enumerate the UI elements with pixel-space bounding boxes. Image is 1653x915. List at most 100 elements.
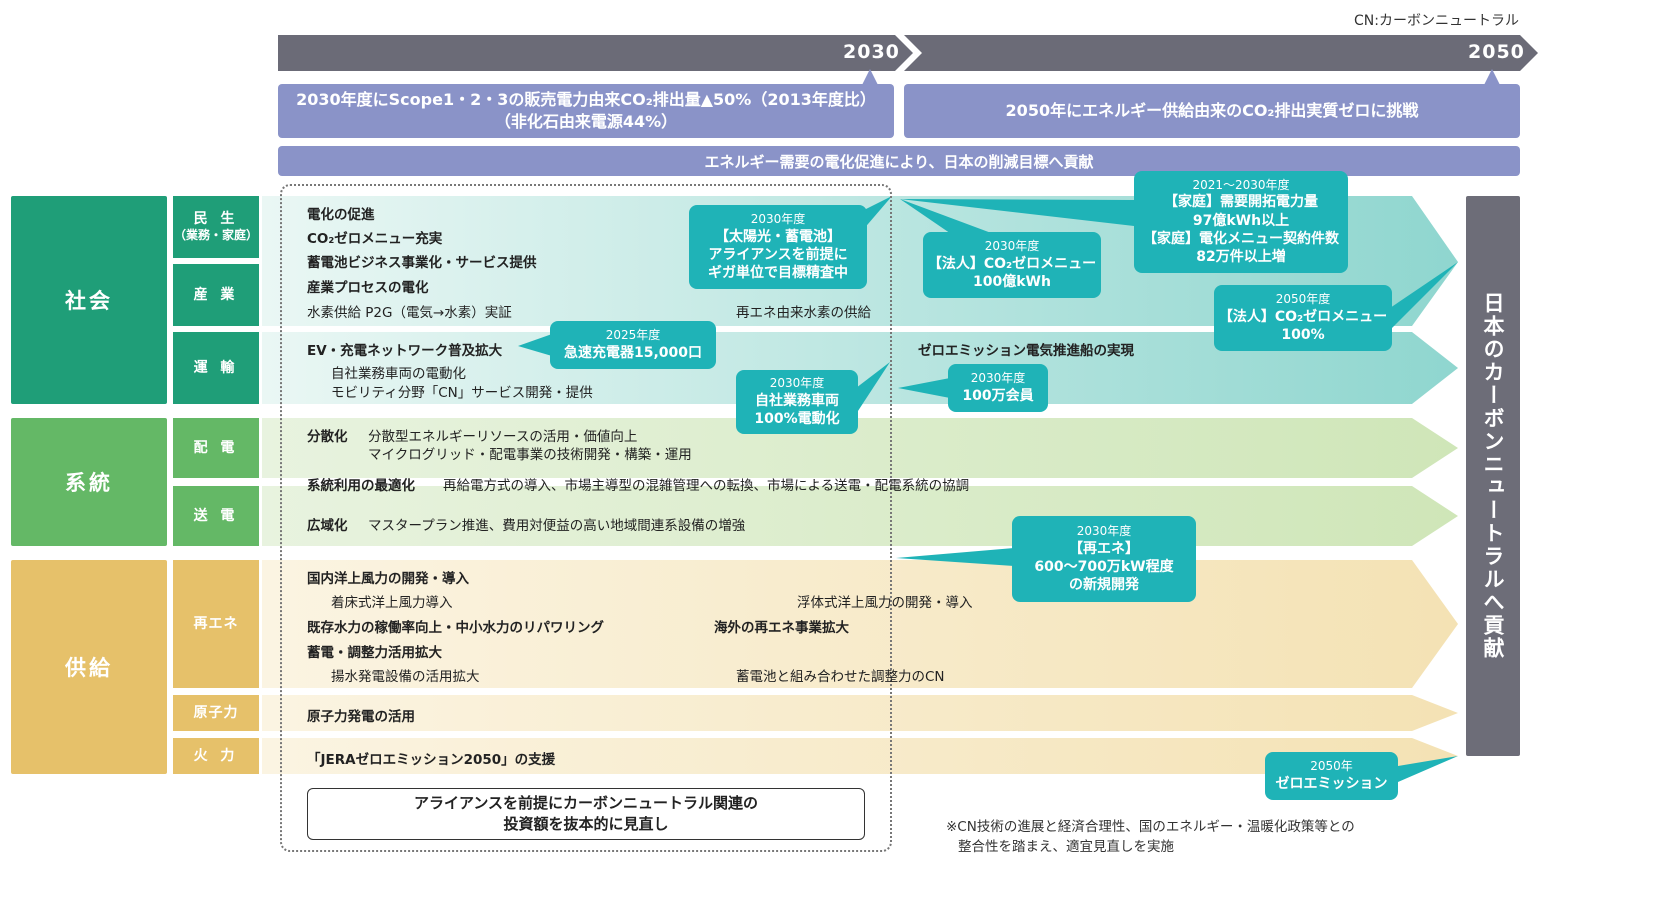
callout-year: 2030年度 bbox=[984, 239, 1040, 254]
callout-text: 100% bbox=[1281, 326, 1325, 343]
item-decentralization: 分散化 bbox=[307, 429, 348, 445]
category-supply: 供給 bbox=[11, 560, 167, 774]
callout-text: 82万件以上増 bbox=[1196, 248, 1286, 265]
callout-text: 100億kWh bbox=[973, 273, 1051, 290]
callout-text: アライアンスを前提に bbox=[708, 246, 848, 263]
item-fleet-electrification: 自社業務車両の電動化 bbox=[331, 366, 466, 382]
callout-fleet-electrification: 2030年度 自社業務車両 100%電動化 bbox=[736, 370, 858, 434]
callout-text: 100%電動化 bbox=[754, 410, 840, 427]
subcategory-haiden: 配 電 bbox=[173, 418, 259, 478]
subcategory-unyu: 運 輸 bbox=[173, 332, 259, 404]
item-floating-offshore-wind: 浮体式洋上風力の開発・導入 bbox=[797, 595, 973, 611]
callout-text: 100万会員 bbox=[962, 387, 1034, 404]
callout-year: 2021～2030年度 bbox=[1192, 177, 1290, 192]
item-wide-area: 広域化 bbox=[307, 518, 348, 534]
callout-corp-menu-2050: 2050年度 【法人】CO₂ゼロメニュー 100% bbox=[1214, 285, 1392, 351]
electrification-bar: エネルギー需要の電化促進により、日本の削減目標へ貢献 bbox=[278, 146, 1520, 176]
callout-text: 【太陽光・蓄電池】 bbox=[715, 228, 841, 245]
pointer-home bbox=[900, 199, 1134, 226]
goal-2030-line2: （非化石由来電源44%） bbox=[494, 112, 678, 131]
item-hydrogen-p2g: 水素供給 P2G（電気→水素）実証 bbox=[307, 305, 512, 321]
footnote-line1: ※CN技術の進展と経済合理性、国のエネルギー・温暖化政策等との bbox=[946, 819, 1355, 835]
subcategory-saiene: 再エネ bbox=[173, 560, 259, 688]
callout-year: 2050年度 bbox=[1275, 292, 1331, 307]
callout-text: 【法人】CO₂ゼロメニュー bbox=[927, 255, 1097, 272]
goal-2050: 2050年にエネルギー供給由来のCO₂排出実質ゼロに挑戦 bbox=[904, 84, 1520, 138]
item-der-utilization: 分散型エネルギーリソースの活用・価値向上 bbox=[368, 429, 638, 445]
pointer-zero-emission bbox=[1398, 756, 1458, 782]
item-pumped-hydro: 揚水発電設備の活用拡大 bbox=[331, 669, 480, 685]
callout-home-2021-2030: 2021～2030年度 【家庭】需要開拓電力量 97億kWh以上 【家庭】電化メ… bbox=[1134, 171, 1348, 273]
item-wide-area-detail: マスタープラン推進、費用対便益の高い地域間連系設備の増強 bbox=[368, 518, 746, 534]
timeline-bar-2030 bbox=[278, 35, 913, 71]
timeline-marker-2030 bbox=[862, 69, 878, 85]
subcategory-soden: 送 電 bbox=[173, 486, 259, 546]
callout-text: 自社業務車両 bbox=[755, 392, 839, 409]
arrow-genshiryoku bbox=[262, 695, 1458, 731]
subcategory-minsei: 民 生 （業務・家庭） bbox=[173, 196, 259, 258]
callout-text: ギガ単位で目標精査中 bbox=[708, 264, 848, 281]
callout-corp-menu-2030: 2030年度 【法人】CO₂ゼロメニュー 100億kWh bbox=[923, 232, 1101, 298]
item-electrification: 電化の促進 bbox=[307, 207, 375, 223]
item-storage-balancing: 蓄電・調整力活用拡大 bbox=[307, 645, 442, 661]
note-cn-definition: CN:カーボンニュートラル bbox=[1354, 13, 1519, 29]
item-overseas-renewable: 海外の再エネ事業拡大 bbox=[714, 620, 849, 636]
callout-text: ゼロエミッション bbox=[1275, 775, 1388, 792]
pointer-charger bbox=[518, 334, 552, 356]
category-grid: 系統 bbox=[11, 418, 167, 546]
callout-year: 2030年度 bbox=[970, 371, 1026, 386]
item-mobility-cn-service: モビリティ分野「CN」サービス開発・提供 bbox=[331, 385, 593, 401]
investment-line1: アライアンスを前提にカーボンニュートラル関連の bbox=[413, 794, 759, 812]
callout-year: 2030年度 bbox=[1076, 523, 1132, 538]
item-nuclear: 原子力発電の活用 bbox=[307, 709, 415, 725]
item-grid-optimization-detail: 再給電方式の導入、市場主導型の混雑管理への転換、市場による送電・配電系統の協調 bbox=[443, 478, 970, 494]
timeline-bar-2050 bbox=[904, 35, 1538, 71]
callout-text: 急速充電器15,000口 bbox=[563, 344, 703, 361]
callout-zero-emission-2050: 2050年 ゼロエミッション bbox=[1265, 752, 1398, 800]
subcategory-karyoku: 火 力 bbox=[173, 738, 259, 774]
investment-line2: 投資額を抜本的に見直し bbox=[503, 815, 669, 833]
item-jera-zero-emission: 「JERAゼロエミッション2050」の支援 bbox=[307, 752, 556, 768]
goal-2030: 2030年度にScope1・2・3の販売電力由来CO₂排出量▲50%（2013年… bbox=[278, 84, 894, 138]
callout-text: 【家庭】需要開拓電力量 bbox=[1164, 194, 1318, 211]
subcategory-sangyo: 産 業 bbox=[173, 264, 259, 326]
pointer-fleet bbox=[856, 362, 890, 414]
item-ev-network: EV・充電ネットワーク普及拡大 bbox=[307, 343, 503, 359]
callout-text: 【再エネ】 bbox=[1069, 540, 1139, 557]
arrow-haiden bbox=[262, 418, 1458, 478]
goal-2050-text: 2050年にエネルギー供給由来のCO₂排出実質ゼロに挑戦 bbox=[1005, 101, 1419, 121]
investment-review-box: アライアンスを前提にカーボンニュートラル関連の 投資額を抜本的に見直し bbox=[307, 788, 865, 840]
arrow-karyoku bbox=[262, 738, 1458, 774]
result-japan-carbon-neutral: 日本のカーボンニュートラルへ貢献 bbox=[1466, 196, 1520, 756]
callout-solar-battery: 2030年度 【太陽光・蓄電池】 アライアンスを前提に ギガ単位で目標精査中 bbox=[689, 205, 867, 289]
item-hydro-repowering: 既存水力の稼働率向上・中小水力のリパワリング bbox=[307, 620, 604, 636]
callout-renewable-2030: 2030年度 【再エネ】 600～700万kW程度 の新規開発 bbox=[1012, 516, 1196, 602]
callout-text: 97億kWh以上 bbox=[1192, 212, 1290, 229]
frame-2030-scope bbox=[280, 184, 892, 852]
item-co2-zero-menu: CO₂ゼロメニュー充実 bbox=[307, 231, 443, 247]
pointer-members bbox=[898, 378, 950, 398]
subcategory-minsei-sub: （業務・家庭） bbox=[173, 228, 258, 243]
callout-text: 【法人】CO₂ゼロメニュー bbox=[1218, 308, 1388, 325]
item-fixed-offshore-wind: 着床式洋上風力導入 bbox=[331, 595, 453, 611]
callout-year: 2030年度 bbox=[769, 376, 825, 391]
callout-year: 2050年 bbox=[1310, 759, 1353, 774]
category-society: 社会 bbox=[11, 196, 167, 404]
item-renewable-hydrogen: 再エネ由来水素の供給 bbox=[736, 305, 871, 321]
subcategory-minsei-label: 民 生 bbox=[193, 211, 239, 228]
callout-text: 【家庭】電化メニュー契約件数 bbox=[1143, 230, 1339, 247]
callout-members: 2030年度 100万会員 bbox=[948, 364, 1048, 412]
item-microgrid: マイクログリッド・配電事業の技術開発・構築・運用 bbox=[368, 447, 692, 463]
timeline-label-2030: 2030 bbox=[843, 41, 900, 63]
callout-year: 2025年度 bbox=[605, 328, 661, 343]
callout-year: 2030年度 bbox=[750, 211, 806, 226]
footnote-line2: 整合性を踏まえ、適宜見直しを実施 bbox=[958, 839, 1174, 856]
item-grid-optimization: 系統利用の最適化 bbox=[307, 478, 415, 494]
timeline-label-2050: 2050 bbox=[1468, 41, 1525, 63]
item-offshore-wind: 国内洋上風力の開発・導入 bbox=[307, 571, 469, 587]
pointer-corp-menu-2050 bbox=[1390, 262, 1458, 330]
pointer-corp-menu-2030 bbox=[900, 199, 1010, 240]
goal-2030-line1: 2030年度にScope1・2・3の販売電力由来CO₂排出量▲50%（2013年… bbox=[296, 90, 876, 110]
callout-fast-charger: 2025年度 急速充電器15,000口 bbox=[550, 321, 716, 369]
callout-text: の新規開発 bbox=[1069, 576, 1139, 593]
